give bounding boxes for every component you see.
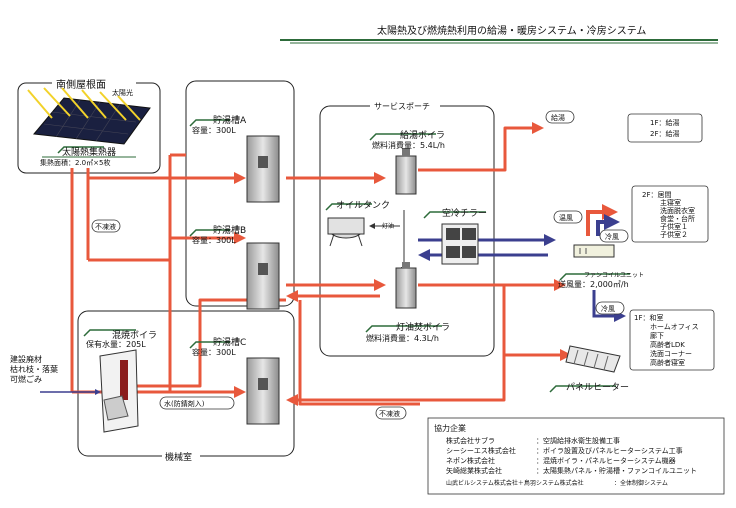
oil-tank-icon xyxy=(327,217,365,247)
supply-boiler-icon xyxy=(395,148,417,195)
supply-boiler-name: 給湯ボイラ xyxy=(400,129,445,141)
kerosene-boiler-name: 灯油焚ボイラ xyxy=(396,321,450,333)
cold-air-tag: 冷風 xyxy=(599,229,629,243)
machine-room-label: 機械室 xyxy=(165,451,192,463)
svg-text:主寝室: 主寝室 xyxy=(660,198,681,207)
svg-text:：空調給排水衛生設備工事: ：空調給排水衛生設備工事 xyxy=(536,436,620,445)
svg-text:給湯: 給湯 xyxy=(551,113,565,122)
svg-text:冷風: 冷風 xyxy=(605,232,619,241)
sun-rays-icon xyxy=(27,87,141,121)
floor1-rooms: 1F：和室 ホームオフィス 廊下 高齢者LDK 洗面コーナー 高齢者寝室 xyxy=(629,309,715,371)
svg-text:：混焼ボイラ・パネルヒーターシステム機器: ：混焼ボイラ・パネルヒーターシステム機器 xyxy=(536,456,676,465)
antifreeze-tag-1: 不凍液 xyxy=(91,219,121,233)
svg-text:高齢者寝室: 高齢者寝室 xyxy=(650,358,685,367)
svg-text:：全体制御システム: ：全体制御システム xyxy=(614,479,668,487)
svg-text:1F：給湯: 1F：給湯 xyxy=(650,118,679,127)
svg-text:水(防錆剤入): 水(防錆剤入) xyxy=(164,399,205,408)
svg-text:株式会社サブラ: 株式会社サブラ xyxy=(446,436,495,445)
tank-c-name: 貯湯槽C xyxy=(213,336,246,348)
svg-text:シーシーエス株式会社: シーシーエス株式会社 xyxy=(446,446,516,455)
svg-text:1F：和室: 1F：和室 xyxy=(634,313,663,322)
roof-label: 南側屋根面 xyxy=(56,78,106,91)
svg-text:子供室１: 子供室１ xyxy=(660,222,688,231)
mixed-boiler-cap: 保有水量：205L xyxy=(86,339,146,349)
storage-tank-c xyxy=(246,357,280,425)
tank-b-cap: 容量：300L xyxy=(192,235,236,245)
tank-room-outline xyxy=(185,80,295,307)
kerosene-label: 灯油 xyxy=(382,222,394,230)
svg-text:温風: 温風 xyxy=(559,213,573,222)
fuel-line-3: 可燃ごみ xyxy=(10,374,42,384)
partners-box: 協力企業 株式会社サブラ ：空調給排水衛生設備工事 シーシーエス株式会社 ：ボイ… xyxy=(427,417,725,495)
svg-text:子供室２: 子供室２ xyxy=(660,230,688,239)
cold-air-tag-2: 冷風 xyxy=(595,301,625,315)
antifreeze-tag-2: 不凍液 xyxy=(375,406,407,420)
fan-coil-unit-icon xyxy=(573,244,615,258)
svg-text:洗面脱衣室: 洗面脱衣室 xyxy=(660,206,695,215)
oil-tank-name: オイルタンク xyxy=(336,200,390,211)
svg-text:：太陽集熱パネル・貯湯槽・ファンコイルユニット: ：太陽集熱パネル・貯湯槽・ファンコイルユニット xyxy=(536,466,697,475)
solar-collector-icon xyxy=(33,97,151,145)
svg-text:高齢者LDK: 高齢者LDK xyxy=(650,340,685,349)
tank-c-cap: 容量：300L xyxy=(192,347,236,357)
storage-tank-b xyxy=(246,242,280,310)
svg-text:廊下: 廊下 xyxy=(650,331,664,340)
fcu-name: ファンコイルユニット xyxy=(584,272,644,279)
svg-text:不凍液: 不凍液 xyxy=(95,222,116,231)
chiller-name: 空冷チラー xyxy=(442,207,487,219)
hot-water-tag: 給湯 xyxy=(545,110,575,124)
supply-boiler-spec: 燃料消費量：5.4L/h xyxy=(372,140,445,150)
collector-spec: 集熱面積：2.0㎡×5枚 xyxy=(40,158,110,167)
warm-air-tag: 温風 xyxy=(553,210,583,224)
svg-text:冷風: 冷風 xyxy=(601,304,615,313)
panel-heater-label: パネルヒーター xyxy=(566,382,629,393)
svg-text:2F：居間: 2F：居間 xyxy=(642,191,671,199)
fuel-line-1: 建設廃材 xyxy=(10,354,42,364)
svg-text:：ボイラ設置及びパネルヒーターシステム工事: ：ボイラ設置及びパネルヒーターシステム工事 xyxy=(536,446,683,455)
cold-air-arrow xyxy=(596,214,620,236)
svg-text:山武ビルシステム株式会社＋鳥羽システム株式会社: 山武ビルシステム株式会社＋鳥羽システム株式会社 xyxy=(446,479,584,487)
collector-name: 太陽熱集熱器 xyxy=(62,146,116,158)
panel-heater-icon xyxy=(565,345,621,373)
svg-text:洗面コーナー: 洗面コーナー xyxy=(650,349,692,358)
fuel-line-2: 枯れ枝・落葉 xyxy=(10,364,58,374)
tank-a-cap: 容量：300L xyxy=(192,125,236,135)
svg-text:2F：給湯: 2F：給湯 xyxy=(650,129,679,138)
sunlight-label: 太陽光 xyxy=(112,88,133,97)
tank-b-name: 貯湯槽B xyxy=(213,224,246,236)
fcu-spec: 送風量：2,000㎥/h xyxy=(558,279,629,289)
kerosene-boiler-icon xyxy=(395,262,417,309)
storage-tank-a xyxy=(246,135,280,203)
water-tag: 水(防錆剤入) xyxy=(159,396,235,410)
mixed-boiler-name: 混焼ボイラ xyxy=(112,330,157,341)
air-chiller-icon xyxy=(441,223,479,265)
svg-text:食堂・台所: 食堂・台所 xyxy=(660,214,695,223)
svg-text:不凍液: 不凍液 xyxy=(379,409,400,418)
svg-text:ホームオフィス: ホームオフィス xyxy=(650,323,699,331)
hot-pipe-network xyxy=(70,122,572,406)
kerosene-line xyxy=(372,210,404,270)
service-porch-label: サービスポーチ xyxy=(374,102,430,111)
page-title: 太陽熱及び燃焼熱利用の給湯・暖房システム・冷房システム xyxy=(377,24,646,37)
svg-text:ネポン株式会社: ネポン株式会社 xyxy=(446,456,495,465)
kerosene-boiler-spec: 燃料消費量：4.3L/h xyxy=(366,333,439,343)
svg-text:矢崎総業株式会社: 矢崎総業株式会社 xyxy=(446,466,502,475)
warm-air-arrow xyxy=(586,204,618,236)
partners-heading: 協力企業 xyxy=(434,423,466,433)
mixed-boiler-icon xyxy=(99,349,139,433)
tank-a-name: 貯湯槽A xyxy=(213,114,247,126)
hot-water-destinations: 1F：給湯 2F：給湯 xyxy=(627,113,703,143)
floor2-rooms: 2F：居間 主寝室 洗面脱衣室 食堂・台所 子供室１ 子供室２ xyxy=(631,185,709,243)
